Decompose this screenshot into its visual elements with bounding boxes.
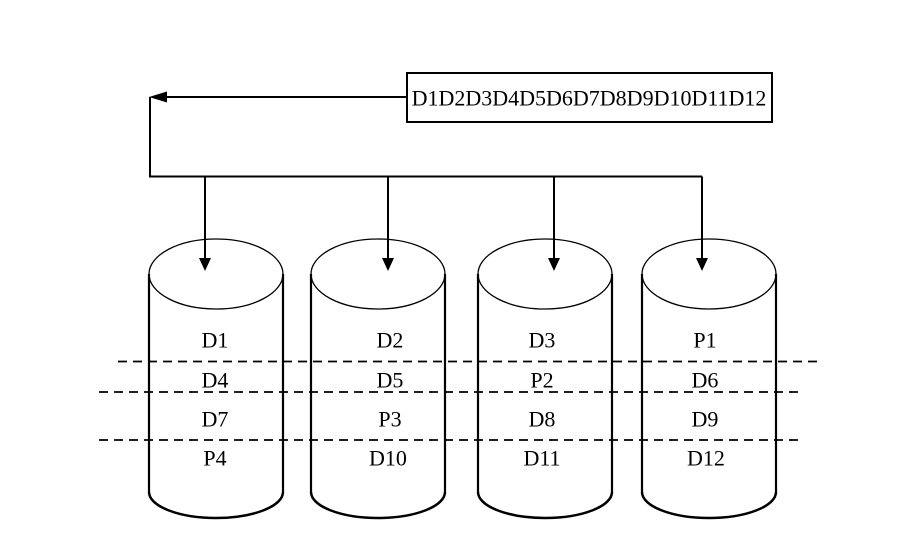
disk-1-block-1: D1 [202, 328, 229, 353]
disk-bottom [147, 491, 285, 520]
disk-3-block-3: D8 [529, 407, 556, 432]
disk-top-ellipse [477, 238, 613, 310]
disk-2-block-4: D10 [369, 446, 407, 471]
disk-3-block-2: P2 [530, 368, 553, 393]
disk-top-ellipse [148, 238, 284, 310]
disk-1-block-3: D7 [202, 407, 229, 432]
down-arrowhead-icon [199, 258, 211, 271]
disk-cylinder-2 [309, 238, 447, 520]
down-arrowhead-icon [382, 258, 394, 271]
left-arrowhead-icon [149, 91, 167, 103]
disk-top-ellipse [310, 238, 446, 310]
disk-sides [309, 274, 447, 492]
disk-cylinder-4 [640, 238, 778, 520]
disk-sides [640, 274, 778, 492]
data-stream-box [406, 72, 773, 123]
disk-cylinder-3 [476, 238, 614, 520]
disk-bottom [309, 491, 447, 520]
disk-4-block-4: D12 [687, 446, 725, 471]
disk-sides [147, 274, 285, 492]
disk-bottom [640, 491, 778, 520]
data-stream-label: D1D2D3D4D5D6D7D8D9D10D11D12 [412, 86, 767, 111]
disk-4-block-1: P1 [693, 328, 716, 353]
disk-4-block-2: D6 [692, 368, 719, 393]
disk-2-block-1: D2 [377, 328, 404, 353]
disk-3-block-1: D3 [529, 328, 556, 353]
down-arrowhead-icon [548, 258, 560, 271]
disk-3-block-4: D11 [523, 446, 560, 471]
down-arrowhead-icon [696, 258, 708, 271]
disk-sides [476, 274, 614, 492]
disk-2-block-3: P3 [378, 407, 401, 432]
distribution-feeder-line [149, 97, 702, 178]
disk-bottom [476, 491, 614, 520]
disk-2-block-2: D5 [377, 368, 404, 393]
disk-cylinder-1 [147, 238, 285, 520]
disk-1-block-4: P4 [203, 446, 226, 471]
disk-4-block-3: D9 [692, 407, 719, 432]
disk-top-ellipse [641, 238, 777, 310]
disk-1-block-2: D4 [202, 368, 229, 393]
